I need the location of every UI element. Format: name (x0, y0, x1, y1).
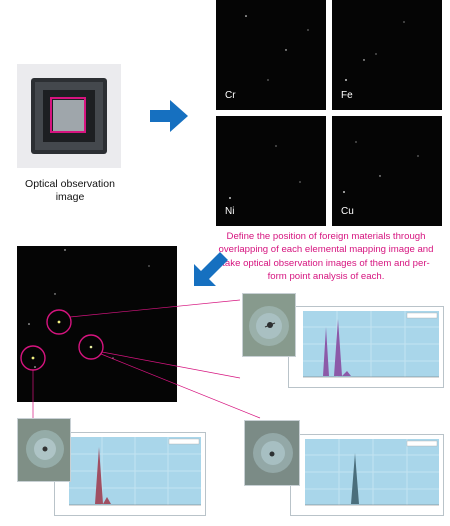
arrow-down-left-icon (194, 252, 228, 286)
note-line-2: overlapping of each elemental mapping im… (218, 244, 434, 256)
map-cu-dots (343, 141, 419, 193)
caption-line-1: Optical observation (25, 178, 115, 190)
spectrum-3-graphic (305, 439, 439, 506)
note-line-1: Define the position of foreign materials… (226, 231, 426, 242)
marker-circle-2 (78, 334, 104, 360)
marker-circle-1 (46, 309, 72, 335)
optical-photo (17, 64, 121, 168)
optical-thumb-3 (244, 420, 300, 486)
map-label-cr: Cr (225, 90, 236, 101)
arrow-right-icon (150, 100, 188, 132)
optical-thumb-2 (17, 418, 71, 482)
map-cu: Cu (332, 116, 442, 226)
composite-map (17, 246, 177, 402)
optical-thumb-1-graphic (243, 294, 295, 356)
optical-thumb-1 (242, 293, 296, 357)
map-ni-dots (229, 145, 301, 199)
optical-photo-graphic (17, 64, 121, 168)
map-cr: Cr (216, 0, 326, 110)
caption-line-2: image (55, 191, 85, 203)
map-label-cu: Cu (341, 206, 354, 217)
optical-thumb-3-graphic (245, 421, 299, 485)
map-label-fe: Fe (341, 90, 353, 101)
process-note: Define the position of foreign materials… (206, 230, 446, 284)
map-label-ni: Ni (225, 206, 235, 217)
marker-circle-3 (20, 345, 46, 371)
spectrum-2-graphic (69, 437, 201, 506)
spectrum-1-graphic (303, 311, 439, 378)
map-fe: Fe (332, 0, 442, 110)
map-ni: Ni (216, 116, 326, 226)
map-fe-dots (345, 21, 405, 81)
spectrum-panel-3 (290, 434, 444, 516)
map-cr-dots (245, 15, 309, 81)
composite-map-dots (28, 249, 150, 368)
optical-thumb-2-graphic (18, 419, 70, 481)
spectrum-panel-1 (288, 306, 444, 388)
spectrum-panel-2 (54, 432, 206, 516)
note-line-3: take optical observation images of them … (222, 257, 430, 269)
optical-caption: Optical observation image (10, 178, 130, 204)
note-line-4: form point analysis of each. (267, 271, 385, 283)
